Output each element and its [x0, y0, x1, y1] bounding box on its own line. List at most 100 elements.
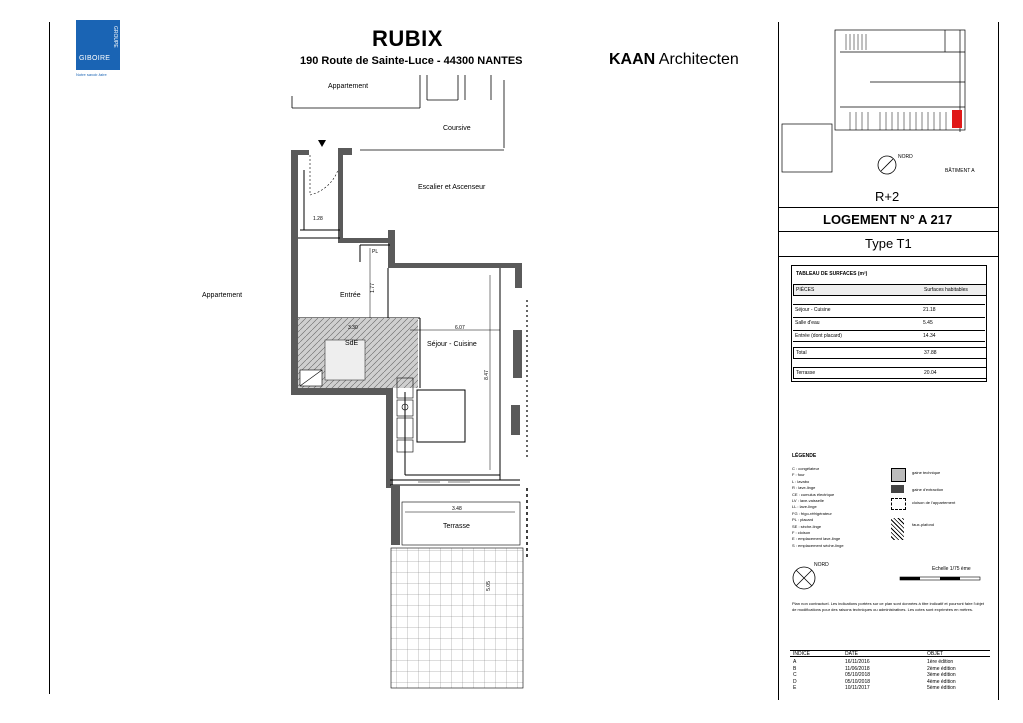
surface-room: Séjour - Cuisine	[795, 307, 831, 313]
legend-item: S : emplacement sèche-linge	[792, 542, 844, 548]
surface-table	[791, 265, 987, 382]
surface-room: Total	[796, 350, 807, 356]
entry-arrow	[318, 140, 326, 147]
revision-cell: 5ème édition	[927, 685, 956, 691]
revision-cell: 4ème édition	[927, 678, 956, 685]
building-label: BÂTIMENT A	[945, 168, 975, 174]
label-pl: PL	[372, 249, 379, 255]
scale-block	[792, 566, 981, 590]
compass-circle	[792, 566, 816, 590]
dim-6: 3.48	[452, 506, 462, 512]
project-title: RUBIX	[372, 26, 443, 51]
legend-item: E : emplacement lave-linge	[792, 536, 841, 542]
legend-item: FG : frigo-réfrigérateur	[792, 510, 832, 516]
dim-2: 1.77	[369, 283, 376, 293]
unit-highlight	[952, 110, 962, 128]
legend-right-item: gaine d'extraction	[912, 487, 944, 492]
surface-value: 20.04	[924, 370, 937, 376]
surface-value: 21.18	[923, 307, 936, 313]
north-label-2: NORD	[814, 562, 829, 568]
revision-cell: 10/11/2017	[845, 685, 870, 691]
surface-header-room: PIÈCES	[796, 287, 815, 293]
legend-item: LL : lave-linge	[792, 504, 817, 510]
dim-4: 6.07	[455, 325, 465, 331]
revision-cell: 2ème édition	[927, 665, 956, 672]
legend-title: LÉGENDE	[792, 453, 817, 459]
surface-value: 5.45	[923, 320, 933, 326]
door-arc	[309, 155, 339, 196]
revision-cell: 16/11/2016	[845, 659, 870, 665]
revision-cell: E	[793, 685, 797, 691]
context-lines	[291, 75, 505, 151]
revision-cell: 11/06/2018	[845, 665, 870, 672]
revision-cell: 3ème édition	[927, 672, 956, 678]
kitchen	[396, 377, 414, 453]
legend-item: F : cloison	[792, 530, 811, 535]
north-compass	[877, 155, 897, 175]
key-plan	[781, 29, 966, 175]
table-row: Terrasse 20.04	[793, 367, 987, 379]
dim-1: 1.28	[313, 216, 323, 222]
logo-brand: GIBOIRE	[79, 55, 111, 62]
panel-divider	[778, 22, 779, 700]
surface-header-area: Surfaces habitables	[924, 287, 968, 293]
walls	[291, 148, 522, 488]
revision-cell: A	[793, 659, 797, 665]
level-label: R+2	[875, 189, 900, 204]
surface-table-header: PIÈCES Surfaces habitables	[793, 284, 987, 296]
surface-room: Salle d'eau	[795, 320, 820, 326]
architect-bold: KAAN	[609, 51, 656, 68]
logo-tagline: Notre savoir-faire	[76, 72, 107, 77]
legend-swatch-extraction	[891, 485, 904, 493]
scale-label: Echelle 1/75 ème	[932, 566, 971, 572]
label-entry: Entrée	[340, 292, 361, 299]
legend-swatch-cloison	[891, 498, 906, 510]
dim-5: 8.47	[483, 370, 490, 380]
revision-cell: 1ère édition	[927, 659, 954, 665]
dim-3: 3.30	[348, 325, 358, 331]
disclaimer-note: Plan non contractuel. Les indications po…	[792, 601, 984, 612]
table-row: Séjour - Cuisine 21.18	[793, 304, 985, 315]
label-living: Séjour - Cuisine	[427, 341, 477, 348]
legend-item: R : lave-linge	[792, 485, 816, 491]
revision-cell: B	[793, 665, 797, 672]
terrace-grid	[390, 547, 524, 689]
legend-swatch-faux-plafond	[891, 518, 904, 540]
label-coursive: Coursive	[443, 125, 471, 132]
legend-item: C : congélateur	[792, 466, 820, 471]
table-row: Salle d'eau 5.45	[793, 317, 985, 328]
legend-right-item: cloison de l'appartement	[912, 500, 956, 505]
revision-header-index: INDICE	[793, 651, 810, 657]
table-row: Total 37.88	[793, 347, 987, 359]
label-apartment-left: Appartement	[202, 292, 243, 299]
floor-plan	[291, 75, 528, 689]
left-border	[49, 22, 50, 694]
giboire-logo	[76, 20, 120, 70]
legend-item: SE : sèche-linge	[792, 523, 822, 529]
type-label: Type T1	[865, 236, 912, 251]
right-border	[998, 22, 999, 700]
unit-label: LOGEMENT N° A 217	[823, 212, 953, 227]
legend-item: F : four	[792, 472, 805, 478]
revision-cell: 05/10/2018	[845, 672, 871, 678]
legend-swatch-gaine	[891, 468, 906, 482]
legend-right-item: gaine technique	[912, 470, 941, 475]
dim-7: 5.05	[485, 581, 492, 591]
surface-room: Entrée (dont placard)	[795, 333, 842, 339]
legend-item: PL : placard	[792, 517, 814, 523]
surface-table-title: TABLEAU DE SURFACES (m²)	[796, 271, 868, 277]
label-terrace: Terrasse	[443, 523, 470, 530]
logo-side: GROUPE	[112, 26, 118, 48]
label-apartment-top: Appartement	[328, 83, 369, 90]
legend-item: CE : cumulus électrique	[792, 491, 835, 497]
revision-header-date: DATE	[845, 651, 858, 657]
table-row: Entrée (dont placard) 14.34	[793, 330, 985, 342]
legend-item: L : lavabo	[792, 478, 810, 484]
north-label: NORD	[898, 154, 913, 160]
revision-cell: C	[793, 672, 797, 678]
label-stairs: Escalier et Ascenseur	[418, 184, 486, 191]
revision-cell: 05/10/2018	[845, 678, 871, 685]
surface-value: 37.88	[924, 350, 937, 356]
architect-rest: Architecten	[655, 51, 739, 68]
legend-right-item: faux-plafond	[912, 522, 935, 527]
